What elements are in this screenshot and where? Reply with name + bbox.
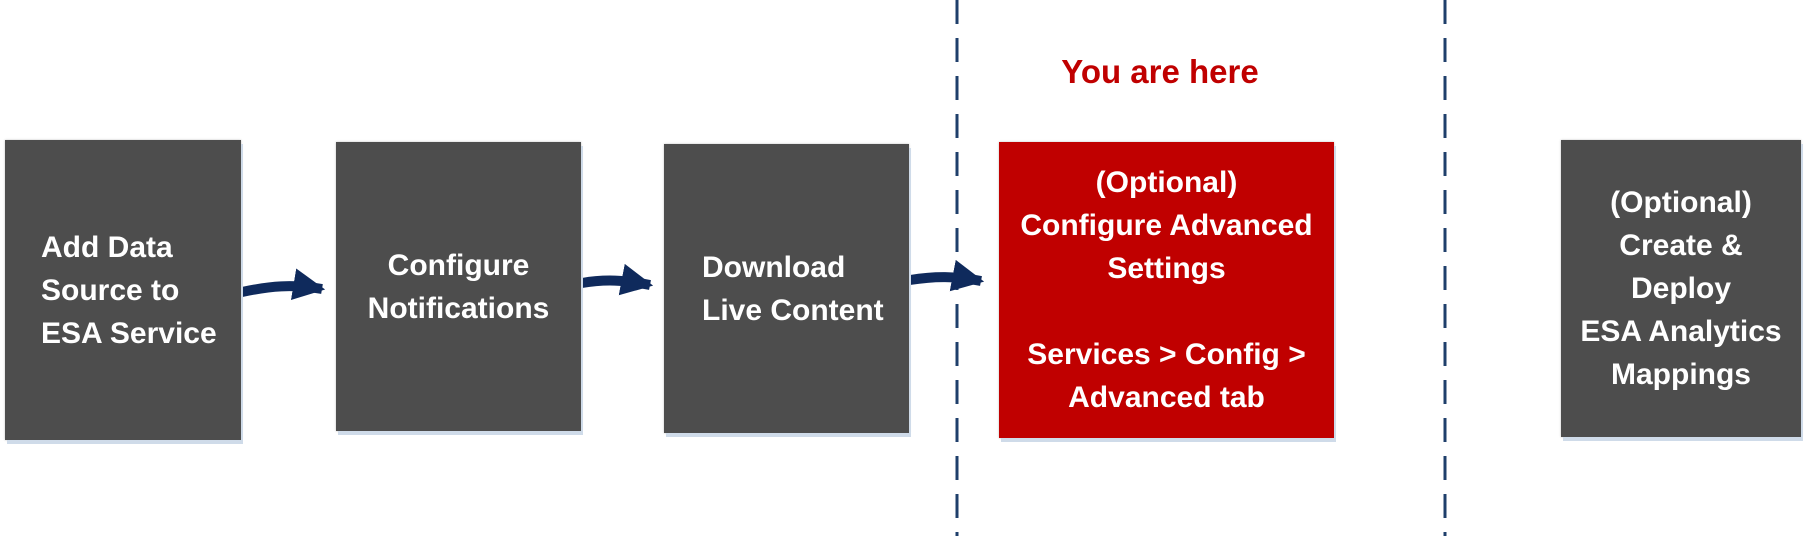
you-are-here-label: You are here [1061, 53, 1259, 90]
step-label: Add Data Source to ESA Service [41, 230, 217, 350]
step-label: (Optional) Configure Advanced Settings S… [1020, 166, 1313, 414]
step-add-data-source: Add Data Source to ESA Service [5, 140, 241, 440]
arrow-step1-to-step2 [240, 268, 326, 301]
step-label: (Optional) Create & Deploy ESA Analytics… [1580, 186, 1782, 391]
step-download-live-content: Download Live Content [664, 144, 909, 433]
step-configure-notifications: Configure Notifications [336, 142, 581, 431]
step-create-deploy-mappings: (Optional) Create & Deploy ESA Analytics… [1561, 140, 1801, 437]
arrow-step2-to-step3 [581, 263, 654, 296]
step-label: Configure Notifications [367, 248, 550, 325]
step-configure-advanced-settings: (Optional) Configure Advanced Settings S… [999, 142, 1334, 438]
step-label: Download Live Content [702, 250, 884, 327]
arrow-step3-to-step4 [909, 259, 985, 292]
